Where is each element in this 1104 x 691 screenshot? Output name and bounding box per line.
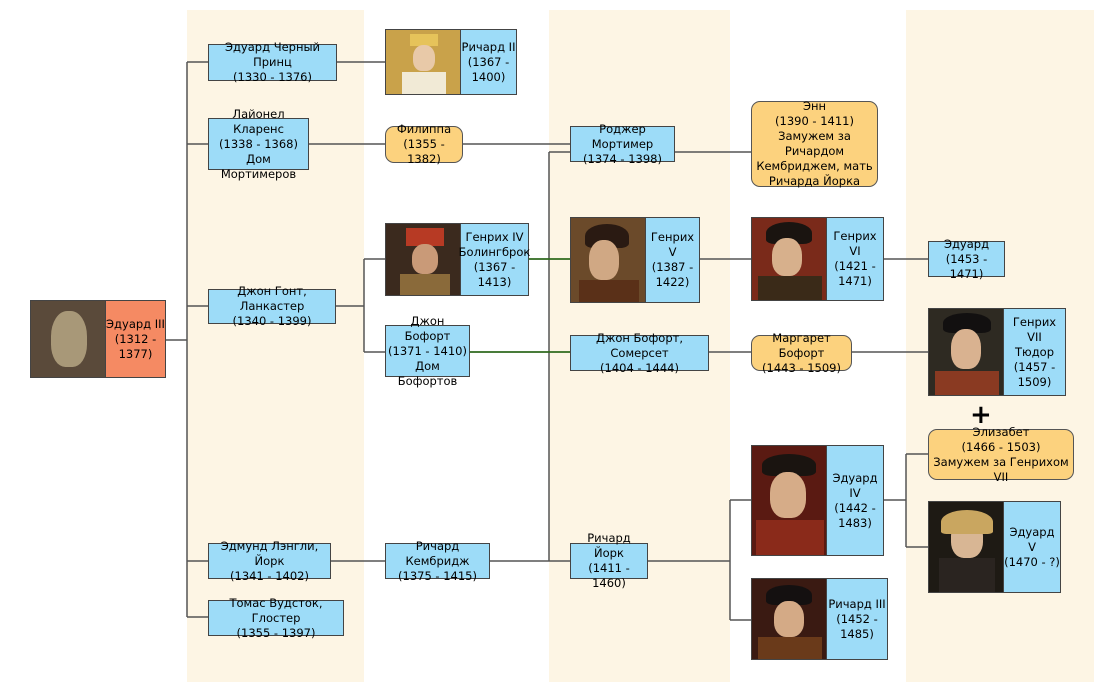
portrait-henry7	[928, 308, 1004, 396]
person-anne[interactable]: Энн (1390 - 1411) Замужем за Ричардом Ке…	[751, 99, 878, 188]
person-john-gaunt[interactable]: Джон Гонт, Ланкастер (1340 - 1399)	[208, 284, 336, 328]
person-henry6[interactable]: Генрих VI (1421 - 1471)	[826, 217, 884, 301]
person-john-beaufort[interactable]: Джон Бофорт (1371 - 1410) Дом Бофортов	[385, 314, 470, 388]
person-margaret-beaufort[interactable]: Маргарет Бофорт (1443 - 1509)	[751, 331, 852, 375]
person-henry7[interactable]: Генрих VII Тюдор (1457 - 1509)	[1003, 308, 1066, 396]
person-philippa[interactable]: Филиппа (1355 - 1382)	[385, 122, 463, 166]
marriage-plus-sign: +	[970, 400, 992, 430]
person-elizabeth[interactable]: Элизабет (1466 - 1503) Замужем за Генрих…	[928, 425, 1074, 484]
person-richard-york[interactable]: Ричард Йорк (1411 - 1460)	[570, 531, 648, 590]
person-richard2[interactable]: Ричард II (1367 - 1400)	[460, 29, 517, 95]
person-edward5[interactable]: Эдуард V (1470 - ?)	[1003, 501, 1061, 593]
person-henry5[interactable]: Генрих V (1387 - 1422)	[645, 217, 700, 303]
portrait-richard2	[385, 29, 461, 95]
person-black-prince[interactable]: Эдуард Черный Принц (1330 - 1376)	[208, 40, 337, 84]
portrait-richard3	[751, 578, 827, 660]
person-thomas[interactable]: Томас Вудсток, Глостер (1355 - 1397)	[208, 596, 344, 640]
portrait-henry5	[570, 217, 646, 303]
person-edmund[interactable]: Эдмунд Лэнгли, Йорк (1341 - 1402)	[208, 539, 331, 583]
person-roger-mortimer[interactable]: Роджер Мортимер (1374 - 1398)	[570, 122, 675, 166]
portrait-edward5	[928, 501, 1004, 593]
portrait-edward3	[30, 300, 106, 378]
person-edward-son-of-henry6[interactable]: Эдуард (1453 - 1471)	[928, 237, 1005, 281]
portrait-henry4	[385, 223, 461, 296]
portrait-henry6	[751, 217, 827, 301]
person-richard3[interactable]: Ричард III (1452 - 1485)	[826, 578, 888, 660]
person-richard-cambridge[interactable]: Ричард Кембридж (1375 - 1415)	[385, 539, 490, 583]
person-edward4[interactable]: Эдуард IV (1442 - 1483)	[826, 445, 884, 556]
person-lionel[interactable]: Лайонел Кларенс (1338 - 1368) Дом Мортим…	[208, 107, 309, 181]
person-john-beaufort-somerset[interactable]: Джон Бофорт, Сомерсет (1404 - 1444)	[570, 331, 709, 375]
person-henry4[interactable]: Генрих IV Болингброк (1367 - 1413)	[459, 223, 530, 296]
portrait-edward4	[751, 445, 827, 556]
person-edward3[interactable]: Эдуард III (1312 - 1377)	[105, 300, 166, 378]
